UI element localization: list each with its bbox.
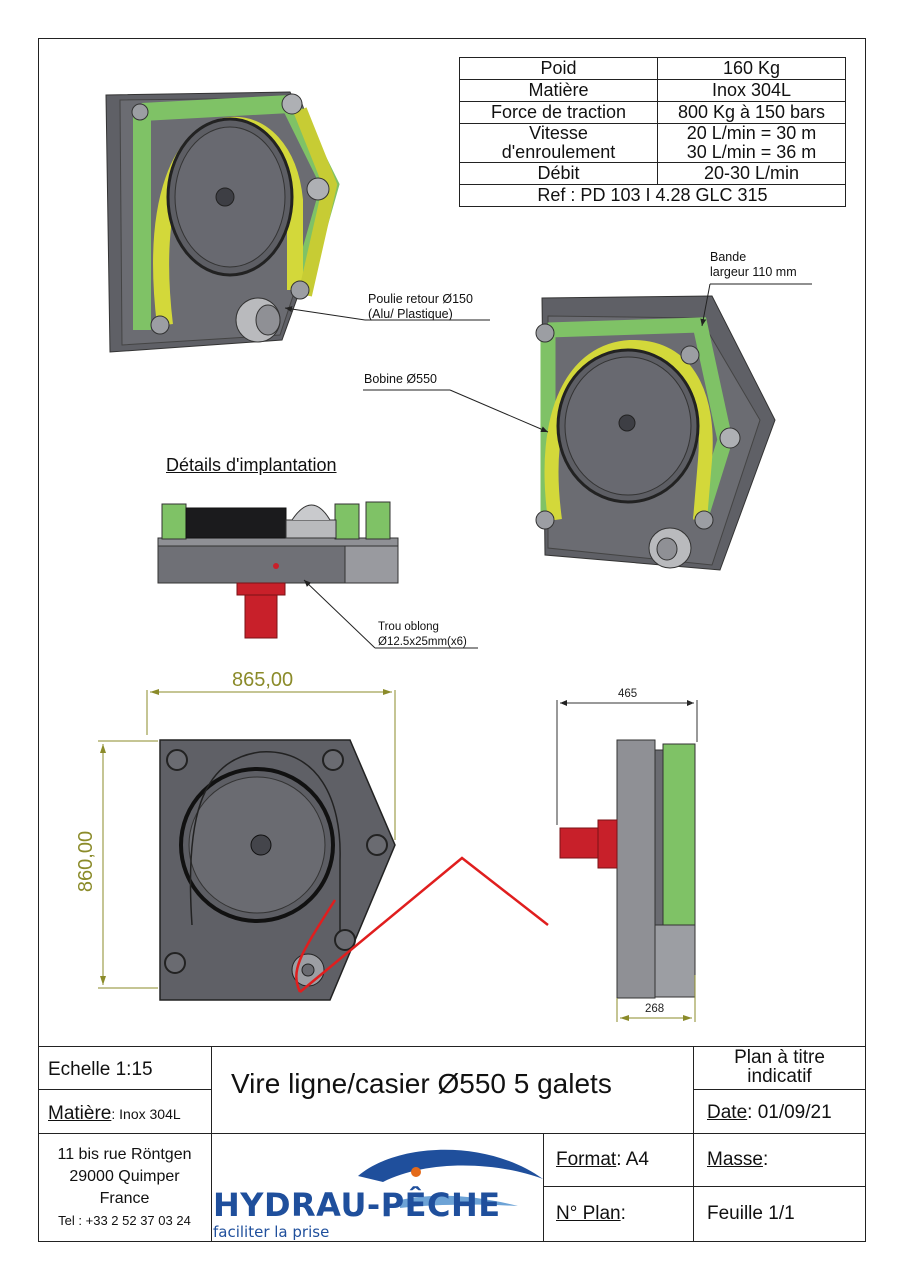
spec-row: Débit 20-30 L/min	[459, 162, 846, 185]
plan-number-label: N° Plan	[556, 1203, 621, 1224]
address-line: France	[99, 1190, 150, 1207]
plan-indicatif: Plan à titre indicatif	[693, 1048, 866, 1086]
dimension-side-depth: 465	[618, 688, 638, 700]
plan-number-value: :	[620, 1203, 626, 1224]
callout-line: (Alu/ Plastique)	[368, 307, 453, 321]
spec-row: Force de traction 800 Kg à 150 bars	[459, 101, 846, 124]
isometric-view-back	[535, 295, 776, 571]
annotation-red-line	[299, 856, 549, 993]
dimension-height: 860,00	[75, 830, 98, 893]
title-block: Echelle 1:15 Matière: Inox 304L Vire lig…	[38, 1046, 866, 1242]
format-value: : A4	[616, 1149, 649, 1170]
callout-line: Ø12.5x25mm(x6)	[378, 636, 467, 648]
spec-row: Poid 160 Kg	[459, 57, 846, 80]
material-label: Matière	[48, 1103, 112, 1124]
spec-row: Ref : PD 103 I 4.28 GLC 315	[459, 184, 846, 207]
spec-label: Débit	[459, 162, 658, 185]
dimension-width: 865,00	[232, 669, 294, 691]
date-label: Date	[707, 1102, 748, 1123]
side-orthographic-view	[559, 739, 696, 999]
phone: Tel : +33 2 52 37 03 24	[58, 1213, 191, 1228]
callout-poulie: Poulie retour Ø150 (Alu/ Plastique)	[368, 292, 473, 322]
section-heading: Détails d'implantation	[166, 455, 337, 475]
sheet-number: Feuille 1/1	[707, 1203, 795, 1224]
address-line: 29000 Quimper	[69, 1168, 180, 1185]
spec-value: 20-30 L/min	[657, 162, 846, 185]
spec-value-line: 30 L/min = 36 m	[686, 142, 817, 162]
spec-label: Force de traction	[459, 101, 658, 124]
date-value: : 01/09/21	[747, 1102, 832, 1123]
spec-table: Poid 160 Kg Matière Inox 304L Force de t…	[459, 57, 846, 207]
callout-bobine: Bobine Ø550	[364, 372, 437, 386]
drawing-title: Vire ligne/casier Ø550 5 galets	[231, 1068, 612, 1099]
callout-line: Trou oblong	[378, 621, 439, 633]
address: 11 bis rue Röntgen 29000 Quimper France …	[38, 1144, 211, 1232]
spec-value-line: 20 L/min = 30 m	[686, 123, 817, 143]
masse-value: :	[762, 1149, 769, 1170]
format: Format: A4	[556, 1149, 649, 1171]
callout-trou-oblong: Trou oblong Ø12.5x25mm(x6)	[378, 620, 467, 650]
callout-line: Poulie retour Ø150	[368, 292, 473, 306]
logo-fish-icon	[358, 1149, 543, 1208]
masse-label: Masse	[707, 1149, 763, 1170]
format-label: Format	[556, 1149, 617, 1170]
callout-line: Bande	[710, 250, 747, 264]
drawing-frame	[38, 38, 866, 1242]
isometric-view-front	[105, 91, 340, 353]
material-value: : Inox 304L	[111, 1106, 181, 1122]
mounting-detail-view	[157, 501, 399, 639]
logo-tagline: faciliter la prise	[213, 1223, 330, 1241]
logo-name: HYDRAU-PÊCHE	[213, 1186, 501, 1224]
dimension-side-base: 268	[645, 1003, 665, 1015]
plan-number: N° Plan:	[556, 1203, 626, 1225]
material: Matière: Inox 304L	[48, 1103, 181, 1125]
callout-bande: Bande largeur 110 mm	[710, 250, 797, 280]
plan-line: indicatif	[747, 1066, 812, 1087]
spec-ref: Ref : PD 103 I 4.28 GLC 315	[459, 184, 846, 207]
spec-value: 160 Kg	[657, 57, 846, 80]
plan-line: Plan à titre	[734, 1047, 825, 1068]
spec-label-line: Vitesse	[529, 123, 588, 143]
spec-row: Matière Inox 304L	[459, 79, 846, 102]
callout-line: largeur 110 mm	[710, 265, 797, 279]
scale: Echelle 1:15	[48, 1059, 153, 1080]
front-orthographic-view	[159, 739, 396, 1001]
date: Date: 01/09/21	[707, 1102, 832, 1124]
address-line: 11 bis rue Röntgen	[57, 1146, 192, 1163]
spec-label-line: d'enroulement	[501, 142, 616, 162]
spec-value: 800 Kg à 150 bars	[657, 101, 846, 124]
masse: Masse:	[707, 1149, 768, 1171]
